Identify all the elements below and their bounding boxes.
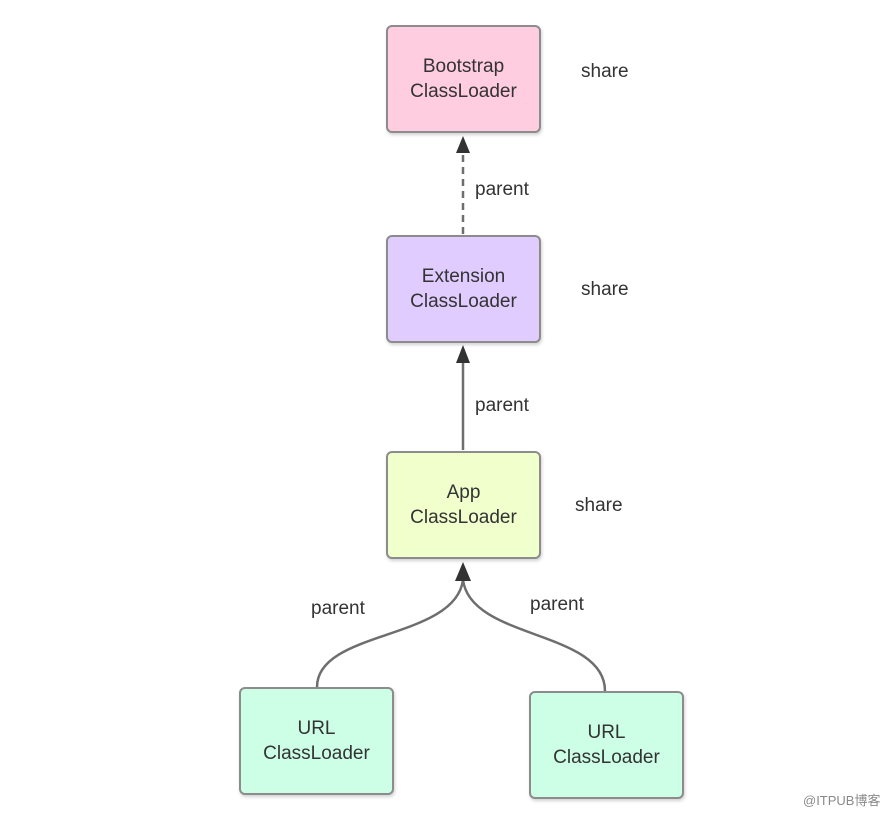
app-line1: App [446,482,481,503]
bootstrap-classloader-node: Bootstrap ClassLoader [386,25,541,133]
parent-label-ext-to-boot: parent [475,179,529,200]
share-label-app: share [575,495,623,516]
url-left-line2: ClassLoader [263,743,370,764]
extension-classloader-node: Extension ClassLoader [386,235,541,343]
app-line2: ClassLoader [410,507,517,528]
url-left-line1: URL [297,718,336,739]
share-label-extension: share [581,279,629,300]
watermark: @ITPUB博客 [803,793,881,808]
bootstrap-line1: Bootstrap [422,56,505,77]
edge-urlright-to-app [461,579,607,692]
arrowhead-bootstrap [456,136,470,153]
url-right-line1: URL [587,722,626,743]
arrowhead-app [455,562,471,581]
arrowhead-extension [456,345,470,363]
url-right-line2: ClassLoader [553,747,660,768]
bootstrap-line2: ClassLoader [410,81,517,102]
app-classloader-node: App ClassLoader [386,451,541,559]
parent-label-urlright-to-app: parent [530,594,584,615]
url-classloader-right-node: URL ClassLoader [529,691,684,799]
parent-label-urlleft-to-app: parent [311,598,365,619]
extension-line2: ClassLoader [410,291,517,312]
extension-line1: Extension [421,266,506,287]
parent-label-app-to-ext: parent [475,395,529,416]
share-label-bootstrap: share [581,61,629,82]
url-classloader-left-node: URL ClassLoader [239,687,394,795]
edge-urlleft-to-app [315,579,465,688]
